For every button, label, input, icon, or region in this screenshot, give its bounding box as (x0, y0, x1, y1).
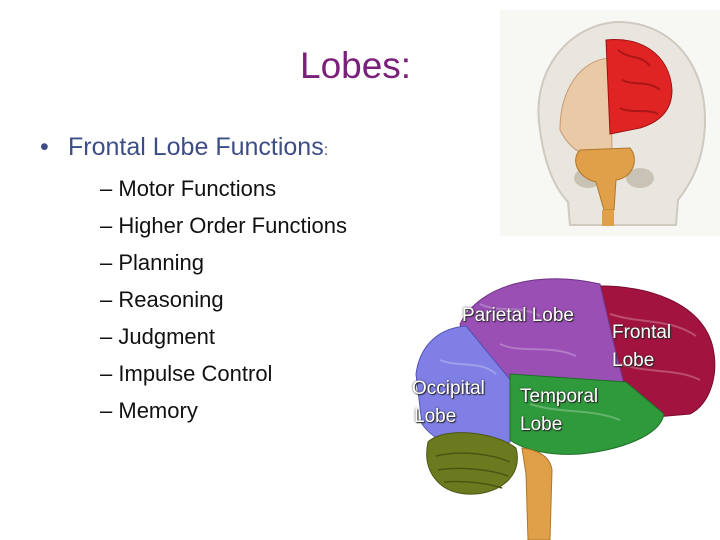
list-item: – Higher Order Functions (100, 207, 347, 244)
dash: – (100, 361, 113, 386)
occipital-lobe-label-line1: Occipital (412, 378, 485, 399)
dash: – (100, 287, 113, 312)
list-item: – Motor Functions (100, 170, 347, 207)
bullet-text: Frontal Lobe Functions (68, 133, 324, 161)
frontal-lobe-label-line1: Frontal (612, 322, 672, 343)
temporal-lobe-label-line1: Temporal (520, 386, 599, 407)
dash: – (100, 324, 113, 349)
list-item-text: Judgment (118, 324, 215, 349)
list-item-text: Reasoning (118, 287, 224, 312)
list-item: – Impulse Control (100, 355, 347, 392)
temporal-lobe-label-line2: Lobe (520, 414, 563, 435)
list-item: – Planning (100, 244, 347, 281)
parietal-lobe-region (459, 278, 625, 385)
function-list: – Motor Functions – Higher Order Functio… (100, 170, 347, 429)
temporal-lobe-region (509, 373, 665, 455)
bullet-dot: • (40, 133, 49, 161)
dash: – (100, 213, 113, 238)
dash: – (100, 176, 113, 201)
list-item-text: Motor Functions (118, 176, 277, 201)
list-item-text: Memory (118, 398, 198, 423)
slide-title: Lobes: (300, 45, 412, 86)
bullet-colon: : (323, 142, 329, 159)
brain-lobes-illustration (415, 278, 716, 540)
skull-frontal-lobe-illustration (500, 10, 720, 236)
list-item: – Memory (100, 392, 347, 429)
brainstem-region (521, 447, 553, 540)
parietal-lobe-label: Parietal Lobe (462, 305, 574, 326)
dash: – (100, 250, 113, 275)
list-item: – Judgment (100, 318, 347, 355)
frontal-lobe-label-line2: Lobe (612, 350, 655, 371)
bullet-frontal-lobe-functions: • Frontal Lobe Functions: (40, 132, 328, 166)
occipital-lobe-label-line2: Lobe (414, 406, 457, 427)
dash: – (100, 398, 113, 423)
list-item: – Reasoning (100, 281, 347, 318)
list-item-text: Planning (118, 250, 205, 275)
list-item-text: Impulse Control (118, 361, 273, 386)
cerebellum-region (426, 432, 518, 495)
list-item-text: Higher Order Functions (118, 213, 348, 238)
